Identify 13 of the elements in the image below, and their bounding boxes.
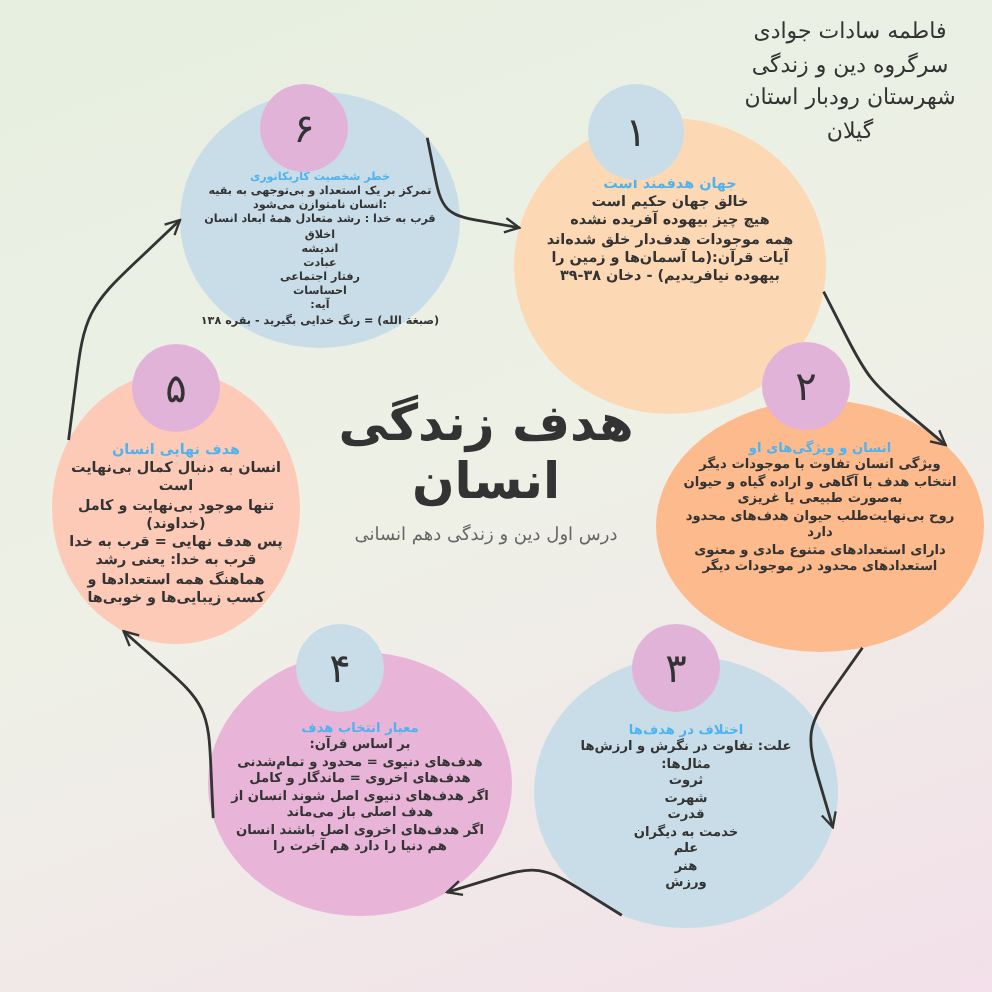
number-circle: ۵ — [132, 344, 220, 432]
curved-arrow — [122, 630, 215, 819]
curved-arrow — [809, 646, 864, 829]
number-circle: ۱ — [588, 84, 684, 180]
number-circle: ۳ — [632, 624, 720, 712]
title: هدف زندگی انسان — [336, 396, 636, 511]
curved-arrow — [822, 291, 947, 447]
curved-arrow — [425, 137, 521, 234]
subtitle: درس اول دین و زندگی دهم انسانی — [352, 524, 620, 550]
author-text: فاطمه سادات جوادی سرگروه دین و زندگی شهرستان رودبار استان گیلان — [742, 16, 958, 147]
curved-arrow — [67, 218, 182, 441]
number-circle: ۴ — [296, 624, 384, 712]
curved-arrow — [446, 868, 623, 917]
